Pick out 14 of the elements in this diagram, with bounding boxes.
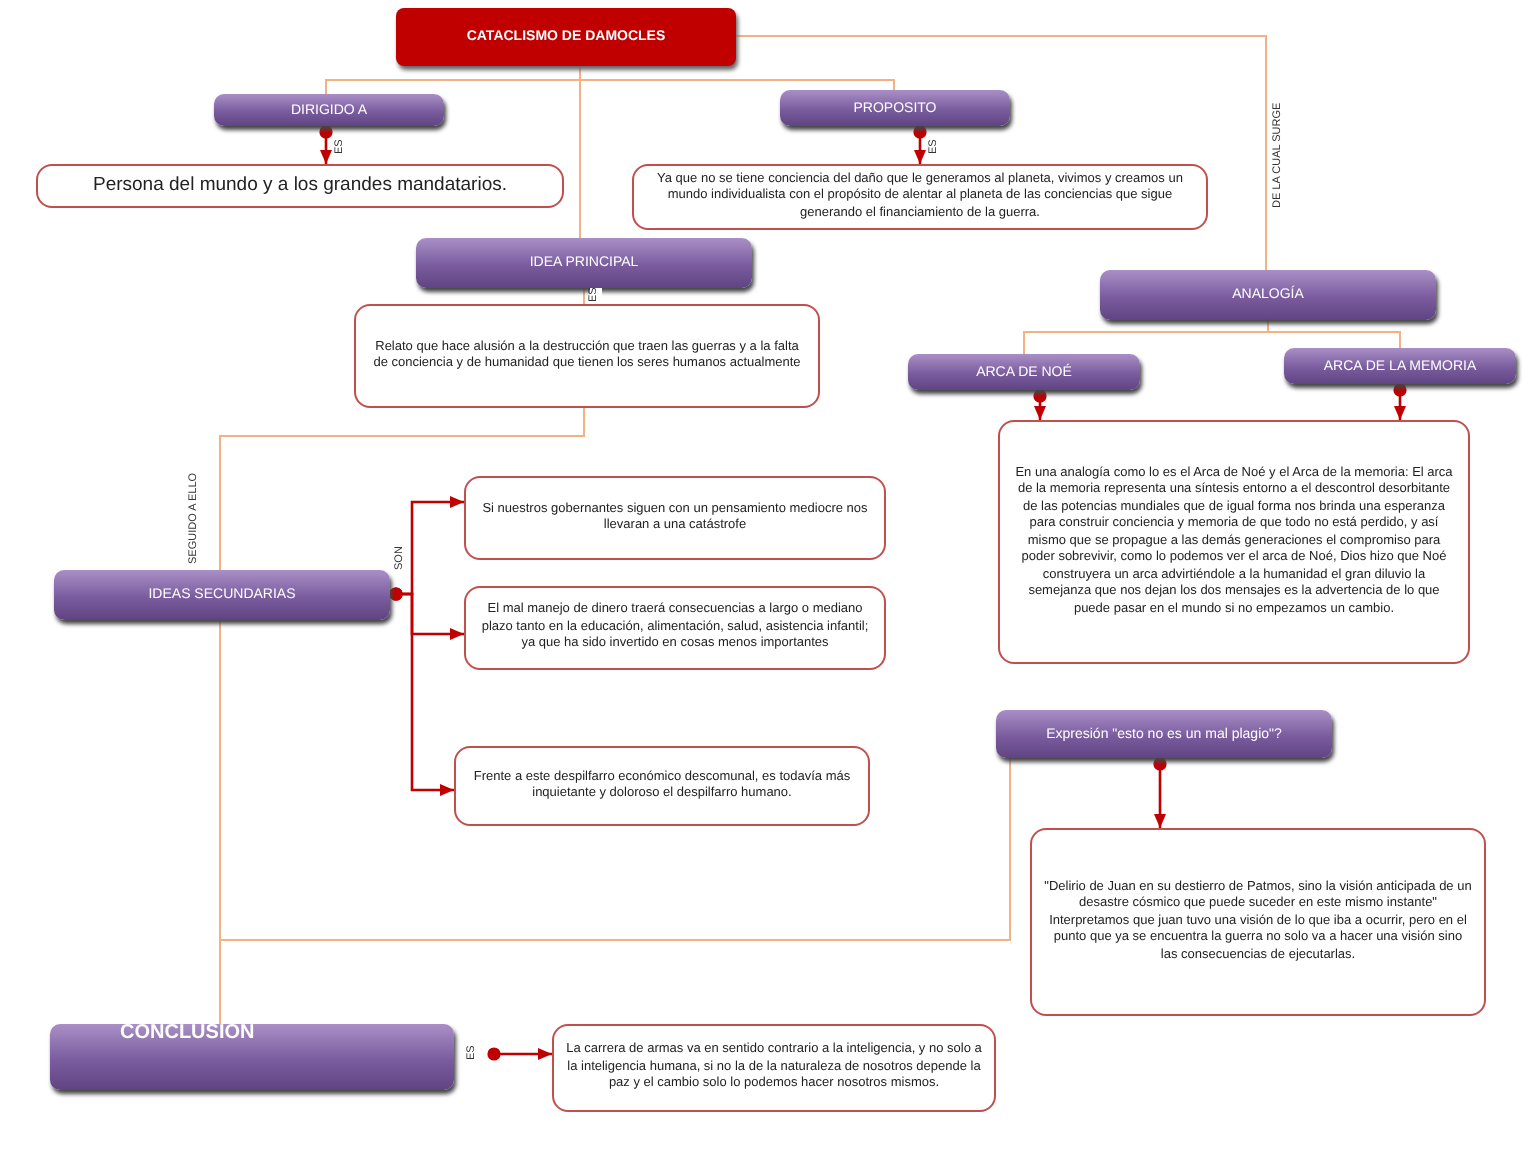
text-box: Persona del mundo y a los grandes mandatarios. [36,164,564,208]
arrow [1033,389,1047,420]
connector-line [735,35,1267,271]
arrow [1393,383,1407,420]
arrow [913,125,927,164]
connector-line [579,65,581,239]
connector-line [583,287,585,305]
arrow [389,587,454,796]
arrow [319,125,333,164]
connector-line [1267,319,1401,349]
arrow [1153,757,1167,828]
category-box: CONCLUSION [50,1024,454,1090]
arrow [487,1047,552,1061]
connector-line [219,407,585,571]
